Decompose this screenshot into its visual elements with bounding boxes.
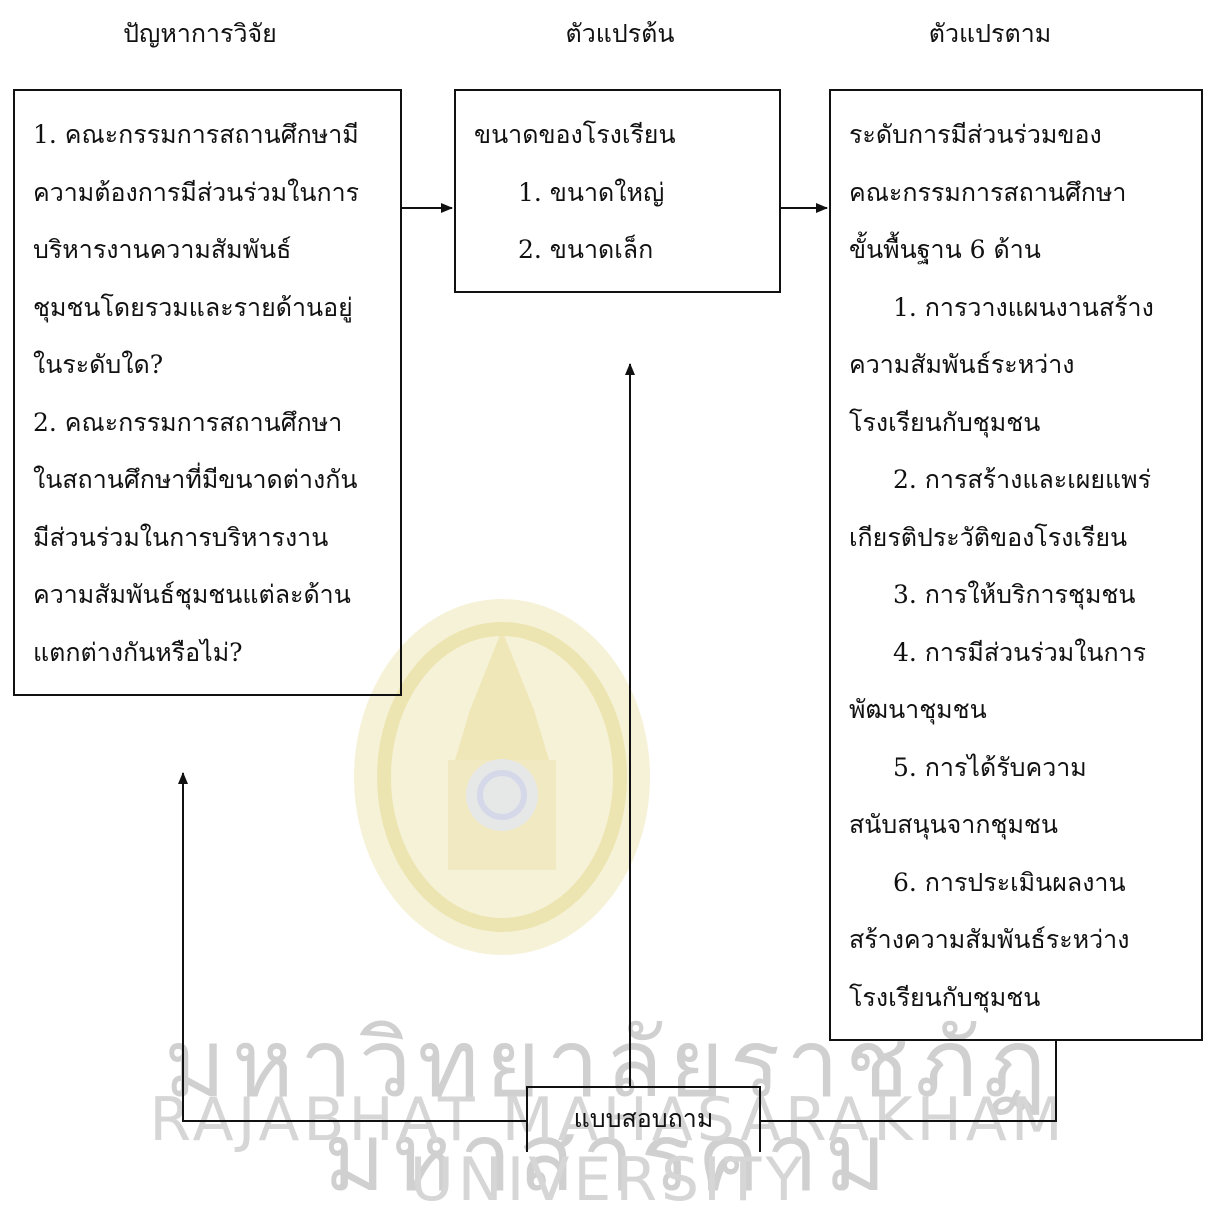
dependent-line: 2. การสร้างและเผยแพร่ xyxy=(893,465,1152,494)
research-problem-box: 1. คณะกรรมการสถานศึกษามี ความต้องการมีส่… xyxy=(13,89,402,696)
dependent-line: เกียรติประวัติของโรงเรียน xyxy=(849,522,1128,552)
dependent-line: โรงเรียนกับชุมชน xyxy=(849,982,1041,1012)
problem-line: ชุมชนโดยรวมและรายด้านอยู่ xyxy=(33,292,353,322)
dependent-variable-box: ระดับการมีส่วนร่วมของ คณะกรรมการสถานศึกษ… xyxy=(829,89,1203,1041)
independent-item: 1. ขนาดใหญ่ xyxy=(518,177,665,207)
dependent-line: โรงเรียนกับชุมชน xyxy=(849,407,1041,437)
problem-line: 1. คณะกรรมการสถานศึกษามี xyxy=(33,120,359,149)
dependent-line: คณะกรรมการสถานศึกษา xyxy=(849,177,1127,207)
heading-dependent-variable: ตัวแปรตาม xyxy=(928,19,1052,48)
connector-lines xyxy=(178,203,1057,1122)
dependent-line: 1. การวางแผนงานสร้าง xyxy=(893,292,1154,322)
problem-line: ความต้องการมีส่วนร่วมในการ xyxy=(33,177,360,207)
problem-line: ในสถานศึกษาที่มีขนาดต่างกัน xyxy=(33,465,358,494)
dependent-line: พัฒนาชุมชน xyxy=(849,695,987,724)
questionnaire-label: แบบสอบถาม xyxy=(573,1104,714,1133)
dependent-line: สนับสนุนจากชุมชน xyxy=(849,810,1058,839)
heading-research-problem: ปัญหาการวิจัย xyxy=(123,19,277,48)
independent-item: 2. ขนาดเล็ก xyxy=(518,235,654,264)
dependent-line: สร้างความสัมพันธ์ระหว่าง xyxy=(849,925,1130,954)
independent-title: ขนาดของโรงเรียน xyxy=(474,120,676,149)
dependent-line: 3. การให้บริการชุมชน xyxy=(893,580,1136,609)
problem-line: มีส่วนร่วมในการบริหารงาน xyxy=(33,522,329,552)
problem-line: 2. คณะกรรมการสถานศึกษา xyxy=(33,407,343,437)
problem-line: ในระดับใด? xyxy=(33,350,164,379)
dependent-line: 6. การประเมินผลงาน xyxy=(893,867,1126,897)
problem-line: แตกต่างกันหรือไม่? xyxy=(33,637,243,667)
problem-line: บริหารงานความสัมพันธ์ xyxy=(33,235,292,264)
dependent-line: 4. การมีส่วนร่วมในการ xyxy=(893,637,1147,667)
dependent-line: ระดับการมีส่วนร่วมของ xyxy=(849,120,1102,149)
line-questionnaire-to-dependent xyxy=(761,1041,1057,1122)
heading-independent-variable: ตัวแปรต้น xyxy=(565,19,675,48)
dependent-line: ขั้นพื้นฐาน 6 ด้าน xyxy=(849,235,1041,264)
questionnaire-box: แบบสอบถาม xyxy=(526,1086,761,1152)
dependent-line: 5. การได้รับความ xyxy=(893,752,1087,782)
arrow-questionnaire-to-problem xyxy=(178,772,526,1122)
dependent-line: ความสัมพันธ์ระหว่าง xyxy=(849,350,1075,379)
problem-line: ความสัมพันธ์ชุมชนแต่ละด้าน xyxy=(33,580,351,609)
independent-variable-box: ขนาดของโรงเรียน 1. ขนาดใหญ่ 2. ขนาดเล็ก xyxy=(454,89,781,293)
